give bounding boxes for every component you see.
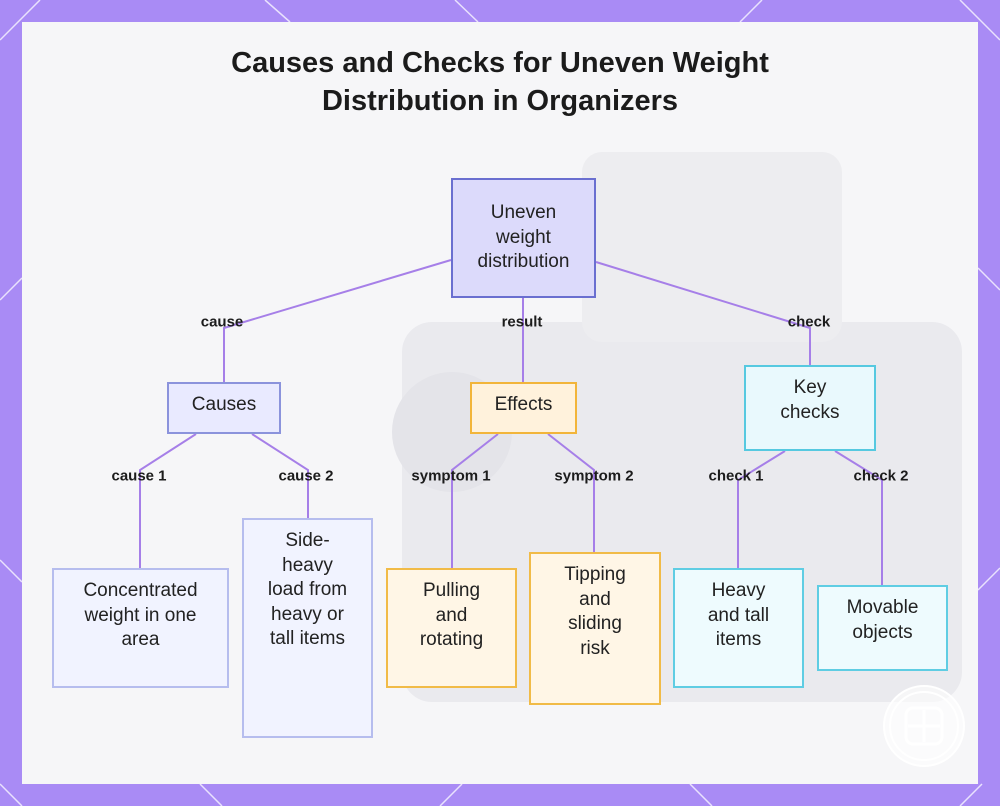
- diagram-title: Causes and Checks for Uneven Weight Dist…: [231, 47, 769, 117]
- node-check-heavy-tall-items: Heavy and tall items: [673, 568, 804, 688]
- edge-checks-check1: [737, 450, 786, 568]
- edge-causes-cause2: [251, 433, 309, 518]
- edge-label-result: result: [501, 313, 543, 331]
- edge-checks-check2: [834, 450, 883, 585]
- edge-label-symptom-2: symptom 2: [554, 467, 634, 485]
- node-symptom-tipping-sliding: Tipping and sliding risk: [529, 552, 661, 705]
- edge-label-check-1: check 1: [708, 467, 764, 485]
- node-key-checks: Key checks: [744, 365, 876, 451]
- edge-causes-cause1: [139, 433, 197, 568]
- edge-effects-symptom1: [451, 433, 499, 568]
- edge-root-checks: [595, 261, 811, 365]
- node-causes: Causes: [167, 382, 281, 434]
- node-cause-side-heavy-load: Side- heavy load from heavy or tall item…: [242, 518, 373, 738]
- edge-label-cause-1: cause 1: [111, 467, 167, 485]
- node-symptom-pulling-rotating: Pulling and rotating: [386, 568, 517, 688]
- node-root: Uneven weight distribution: [451, 178, 596, 298]
- edge-label-check-2: check 2: [853, 467, 909, 485]
- edge-label-cause-2: cause 2: [278, 467, 334, 485]
- edge-label-symptom-1: symptom 1: [411, 467, 491, 485]
- node-effects: Effects: [470, 382, 577, 434]
- grid-app-icon: [883, 685, 965, 767]
- node-cause-concentrated-weight: Concentrated weight in one area: [52, 568, 229, 688]
- edge-effects-symptom2: [547, 433, 595, 552]
- node-check-movable-objects: Movable objects: [817, 585, 948, 671]
- edge-root-causes: [223, 259, 452, 382]
- edge-label-cause: cause: [200, 313, 244, 331]
- edge-label-check: check: [787, 313, 831, 331]
